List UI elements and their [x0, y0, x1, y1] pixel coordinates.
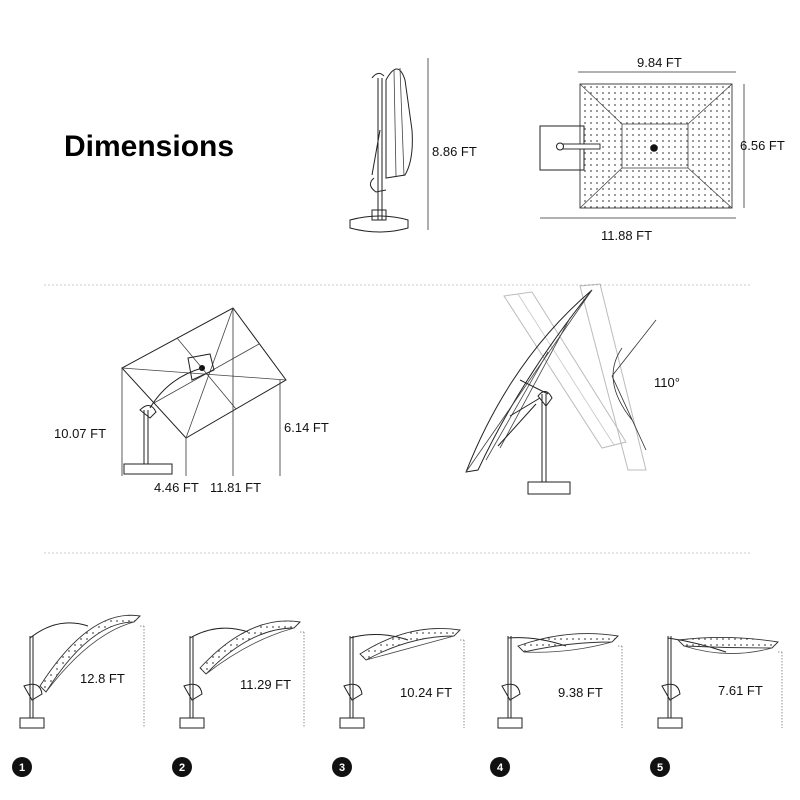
max-height-label: 10.07 FT	[54, 426, 106, 441]
base-offset-label: 4.46 FT	[154, 480, 199, 495]
page-title: Dimensions	[64, 130, 234, 163]
tilt-number: 1	[19, 762, 25, 774]
low-edge-label: 6.14 FT	[284, 420, 329, 435]
tilt-number-badge	[12, 757, 32, 777]
tilt-position-4: 9.38 FT 4	[490, 633, 623, 777]
plan-width-label: 9.84 FT	[637, 55, 682, 70]
tilt-number: 4	[497, 762, 504, 774]
tilt-position-3: 10.24 FT 3	[332, 627, 465, 777]
tilt-position-1: 12.8 FT 1	[12, 614, 145, 777]
tilt-number-badge	[650, 757, 670, 777]
plan-depth-label: 6.56 FT	[740, 138, 785, 153]
tilt-height-label: 11.29 FT	[240, 677, 291, 692]
tilt-height-label: 9.38 FT	[558, 685, 603, 700]
plan-overall-label: 11.88 FT	[601, 228, 652, 243]
rotation-angle-label: 110°	[654, 375, 680, 390]
tilt-number-badge	[332, 757, 352, 777]
rotation-view	[465, 283, 657, 495]
tilt-number: 2	[179, 762, 185, 774]
tilt-number: 3	[339, 762, 345, 774]
tilt-number-badge	[490, 757, 510, 777]
folded-side-view	[349, 58, 429, 233]
perspective-view	[121, 307, 287, 476]
tilt-height-label: 12.8 FT	[80, 671, 125, 686]
tilt-number: 5	[657, 762, 663, 774]
tilt-positions-row: 12.8 FT 1 11.29 FT 2 10.24 FT 3 9.38 FT 4 7.61 F…	[12, 614, 783, 777]
tilt-number-badge	[172, 757, 192, 777]
tilt-height-label: 10.24 FT	[400, 685, 452, 700]
tilt-position-5: 7.61 FT 5	[650, 636, 783, 777]
tilt-position-2: 11.29 FT 2	[172, 620, 305, 777]
side-height-label: 8.86 FT	[432, 144, 477, 159]
plan-view	[539, 71, 745, 219]
reach-label: 11.81 FT	[210, 480, 261, 495]
tilt-height-label: 7.61 FT	[718, 683, 763, 698]
